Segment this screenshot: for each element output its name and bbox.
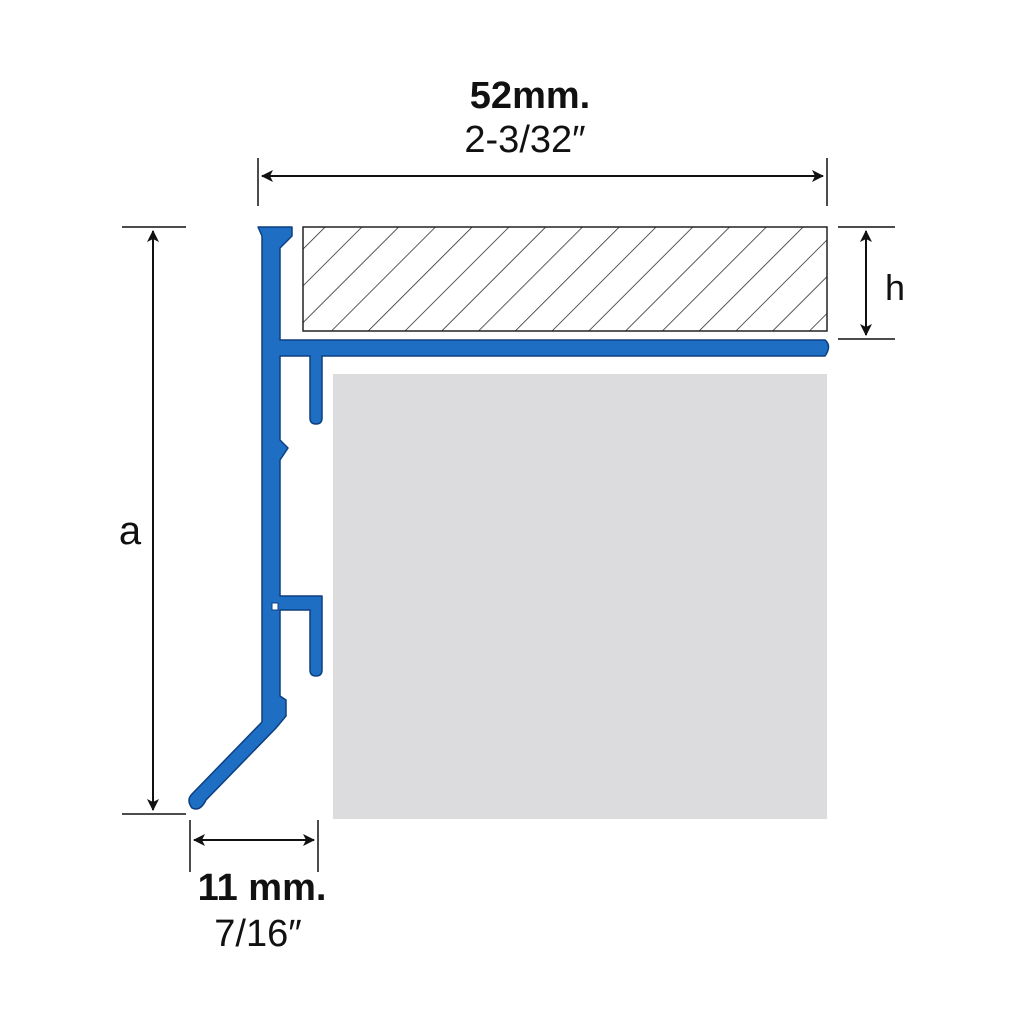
tile-section bbox=[302, 226, 828, 332]
top-width-inch-label: 2-3/32″ bbox=[464, 119, 585, 161]
top-width-dimension: 52mm. 2-3/32″ bbox=[257, 75, 828, 206]
top-width-mm-label: 52mm. bbox=[470, 75, 590, 117]
tile-height-label: h bbox=[885, 267, 905, 308]
bottom-width-mm-label: 11 mm. bbox=[198, 867, 327, 909]
trim-profile bbox=[188, 226, 830, 810]
tile-height-dimension: h bbox=[838, 226, 905, 340]
substrate-block bbox=[333, 374, 827, 819]
profile-height-label: a bbox=[119, 509, 142, 553]
bottom-width-dimension: 11 mm. 7/16″ bbox=[189, 820, 327, 955]
profile-height-dimension: a bbox=[119, 226, 186, 815]
bottom-width-inch-label: 7/16″ bbox=[214, 913, 301, 955]
